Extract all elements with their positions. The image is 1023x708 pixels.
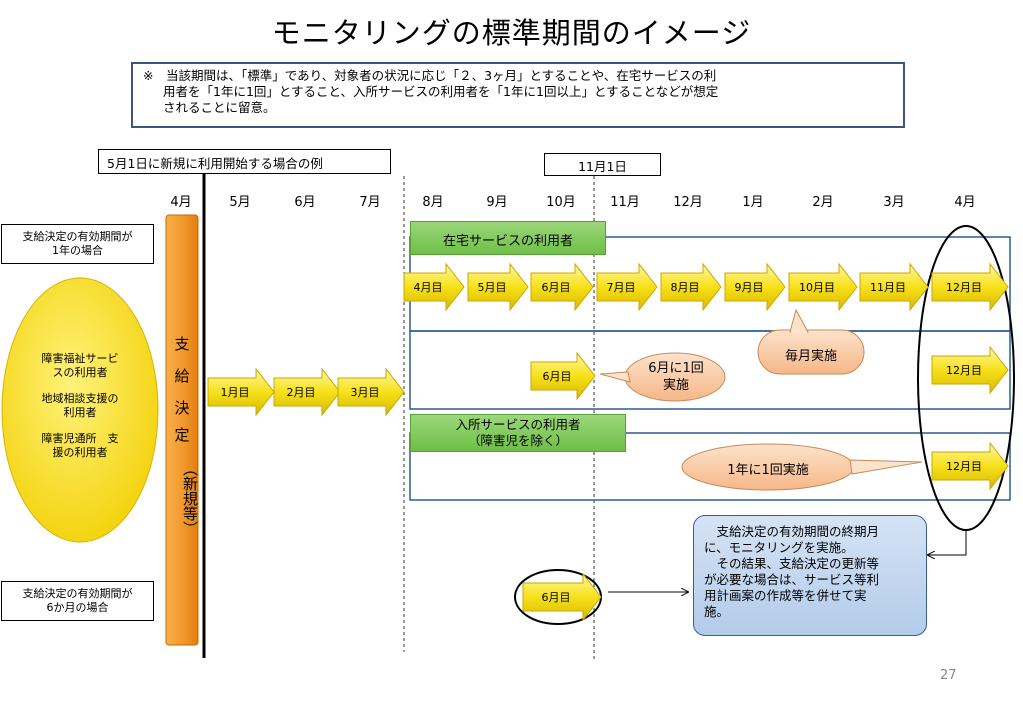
oval-text: 障害福祉サービ スの利用者 地域相談支援の 利用者 障害児通所 支 援の利用者 bbox=[10, 352, 150, 460]
six-month-box-line: 支給決定の有効期間が bbox=[22, 587, 133, 600]
facility-label-line: （障害児を除く） bbox=[467, 433, 568, 448]
month-arrow bbox=[596, 262, 658, 312]
month-arrow bbox=[660, 262, 722, 312]
month-arrow-label: 6月目 bbox=[542, 281, 571, 294]
month-arrow bbox=[530, 262, 594, 312]
six-month-arrow bbox=[530, 351, 596, 401]
note-line-2: 用者を「1年に1回」とすること、入所サービスの利用者を「1年に1回以上」とするこ… bbox=[163, 84, 719, 99]
callout-line: 用計画案の作成等を併せて実 bbox=[704, 588, 867, 603]
initial-arrow-label: 3月目 bbox=[351, 386, 380, 399]
decision-bar-text: 支 給 決 定 bbox=[166, 328, 198, 446]
twelve-month-arrow-label: 12月目 bbox=[946, 364, 982, 377]
oval-text-line: 障害福祉サービ bbox=[41, 352, 119, 365]
month-label: 4月 bbox=[170, 195, 192, 210]
six-month-box-line: 6か月の場合 bbox=[46, 601, 109, 614]
month-arrow bbox=[788, 262, 858, 312]
month-arrow-label: 8月目 bbox=[671, 281, 700, 294]
initial-arrow bbox=[207, 367, 275, 417]
monthly-callout-text: 毎月実施 bbox=[784, 349, 837, 364]
callout-line: が必要な場合は、サービス等利 bbox=[704, 572, 880, 587]
oval-text-line: スの利用者 bbox=[52, 366, 108, 379]
month-arrow bbox=[467, 262, 529, 312]
month-label: 1月 bbox=[742, 195, 764, 210]
decision-char: 給 bbox=[174, 367, 190, 385]
decision-bar bbox=[165, 214, 199, 646]
month-arrow bbox=[724, 262, 786, 312]
oval-text-line: 援の利用者 bbox=[52, 446, 108, 459]
note-box: ※ 当該期間は、「標準」であり、対象者の状況に応じ「２、3ヶ月」とすることや、在… bbox=[131, 62, 905, 128]
one-year-box-line: 支給決定の有効期間が bbox=[22, 230, 133, 243]
facility-service-label: 入所サービスの利用者 （障害児を除く） bbox=[410, 414, 626, 452]
month-label: 8月 bbox=[422, 195, 444, 210]
month-arrow bbox=[403, 262, 465, 312]
june-callout-tail bbox=[599, 371, 631, 383]
note-line-3: されることに留意。 bbox=[163, 100, 276, 115]
page-title: モニタリングの標準期間のイメージ bbox=[271, 16, 752, 50]
month-label: 9月 bbox=[486, 195, 508, 210]
decision-char: 決 bbox=[174, 399, 190, 417]
oval-text-line: 障害児通所 支 bbox=[41, 432, 119, 445]
month-arrow bbox=[931, 262, 1009, 312]
user-oval bbox=[1, 277, 159, 543]
home-panel-bottom bbox=[409, 330, 1011, 410]
yearly-callout-text: 1年に1回実施 bbox=[727, 463, 809, 478]
month-label: 7月 bbox=[359, 195, 381, 210]
callout-line: 施。 bbox=[704, 604, 730, 619]
month-arrow-label: 7月目 bbox=[607, 281, 636, 294]
facility-label-line: 入所サービスの利用者 bbox=[455, 417, 581, 432]
note-line-1: ※ 当該期間は、「標準」であり、対象者の状況に応じ「２、3ヶ月」とすることや、在… bbox=[143, 68, 717, 83]
month-label: 4月 bbox=[954, 195, 976, 210]
month-label: 3月 bbox=[883, 195, 905, 210]
decision-char: 支 bbox=[174, 335, 190, 353]
termination-callout: 支給決定の有効期間の終期月 に、モニタリングを実施。 その結果、支給決定の更新等… bbox=[693, 515, 927, 636]
callout-line: に、モニタリングを実施。 bbox=[704, 540, 854, 555]
yearly-callout-tail bbox=[849, 459, 923, 475]
one-year-box-line: 1年の場合 bbox=[52, 244, 103, 257]
nov-1-label: 11月1日 bbox=[544, 153, 661, 176]
six-month-arrow-label: 6月目 bbox=[542, 591, 571, 604]
one-year-box: 支給決定の有効期間が 1年の場合 bbox=[1, 224, 154, 264]
month-arrow-label: 4月目 bbox=[414, 281, 443, 294]
home-service-label: 在宅サービスの利用者 bbox=[410, 221, 606, 255]
month-label: 5月 bbox=[229, 195, 251, 210]
monthly-callout-tail bbox=[789, 308, 809, 333]
example-label: 5月1日に新規に利用開始する場合の例 bbox=[98, 149, 391, 174]
callout-line: その結果、支給決定の更新等 bbox=[704, 556, 880, 571]
six-month-arrow bbox=[522, 572, 602, 622]
twelve-month-arrow bbox=[931, 345, 1009, 395]
facility-panel bbox=[409, 432, 1011, 501]
initial-arrow bbox=[337, 367, 405, 417]
month-arrow bbox=[859, 262, 929, 312]
oval-text-line: 地域相談支援の bbox=[41, 392, 119, 405]
june-callout-line: 6月に1回 bbox=[648, 361, 704, 376]
decision-bar-paren: （新規等） bbox=[181, 460, 199, 536]
six-month-arrow-label: 6月目 bbox=[543, 370, 572, 383]
initial-arrow-label: 1月目 bbox=[221, 386, 250, 399]
month-arrow-label: 12月目 bbox=[946, 281, 982, 294]
callout-line: 支給決定の有効期間の終期月 bbox=[704, 524, 880, 539]
month-arrow-label: 10月目 bbox=[799, 281, 835, 294]
month-arrow-label: 5月目 bbox=[478, 281, 507, 294]
month-label: 12月 bbox=[673, 195, 703, 210]
month-label: 10月 bbox=[546, 195, 576, 210]
connector-line bbox=[928, 530, 967, 555]
month-arrow-label: 11月目 bbox=[870, 281, 906, 294]
june-callout-line: 実施 bbox=[662, 378, 689, 393]
initial-arrow-label: 2月目 bbox=[287, 386, 316, 399]
twelve-month-arrow bbox=[931, 441, 1009, 491]
month-label: 6月 bbox=[294, 195, 316, 210]
twelve-month-arrow-label: 12月目 bbox=[946, 460, 982, 473]
month-label: 2月 bbox=[812, 195, 834, 210]
monthly-callout bbox=[757, 329, 865, 375]
decision-char: 定 bbox=[174, 426, 190, 444]
initial-arrow bbox=[273, 367, 341, 417]
six-month-box: 支給決定の有効期間が 6か月の場合 bbox=[1, 581, 154, 621]
month-label: 11月 bbox=[610, 195, 640, 210]
june-callout-text: 6月に1回 実施 bbox=[628, 360, 724, 394]
page-number: 27 bbox=[940, 668, 957, 683]
oval-text-line: 利用者 bbox=[63, 406, 97, 419]
month-arrow-label: 9月目 bbox=[735, 281, 764, 294]
